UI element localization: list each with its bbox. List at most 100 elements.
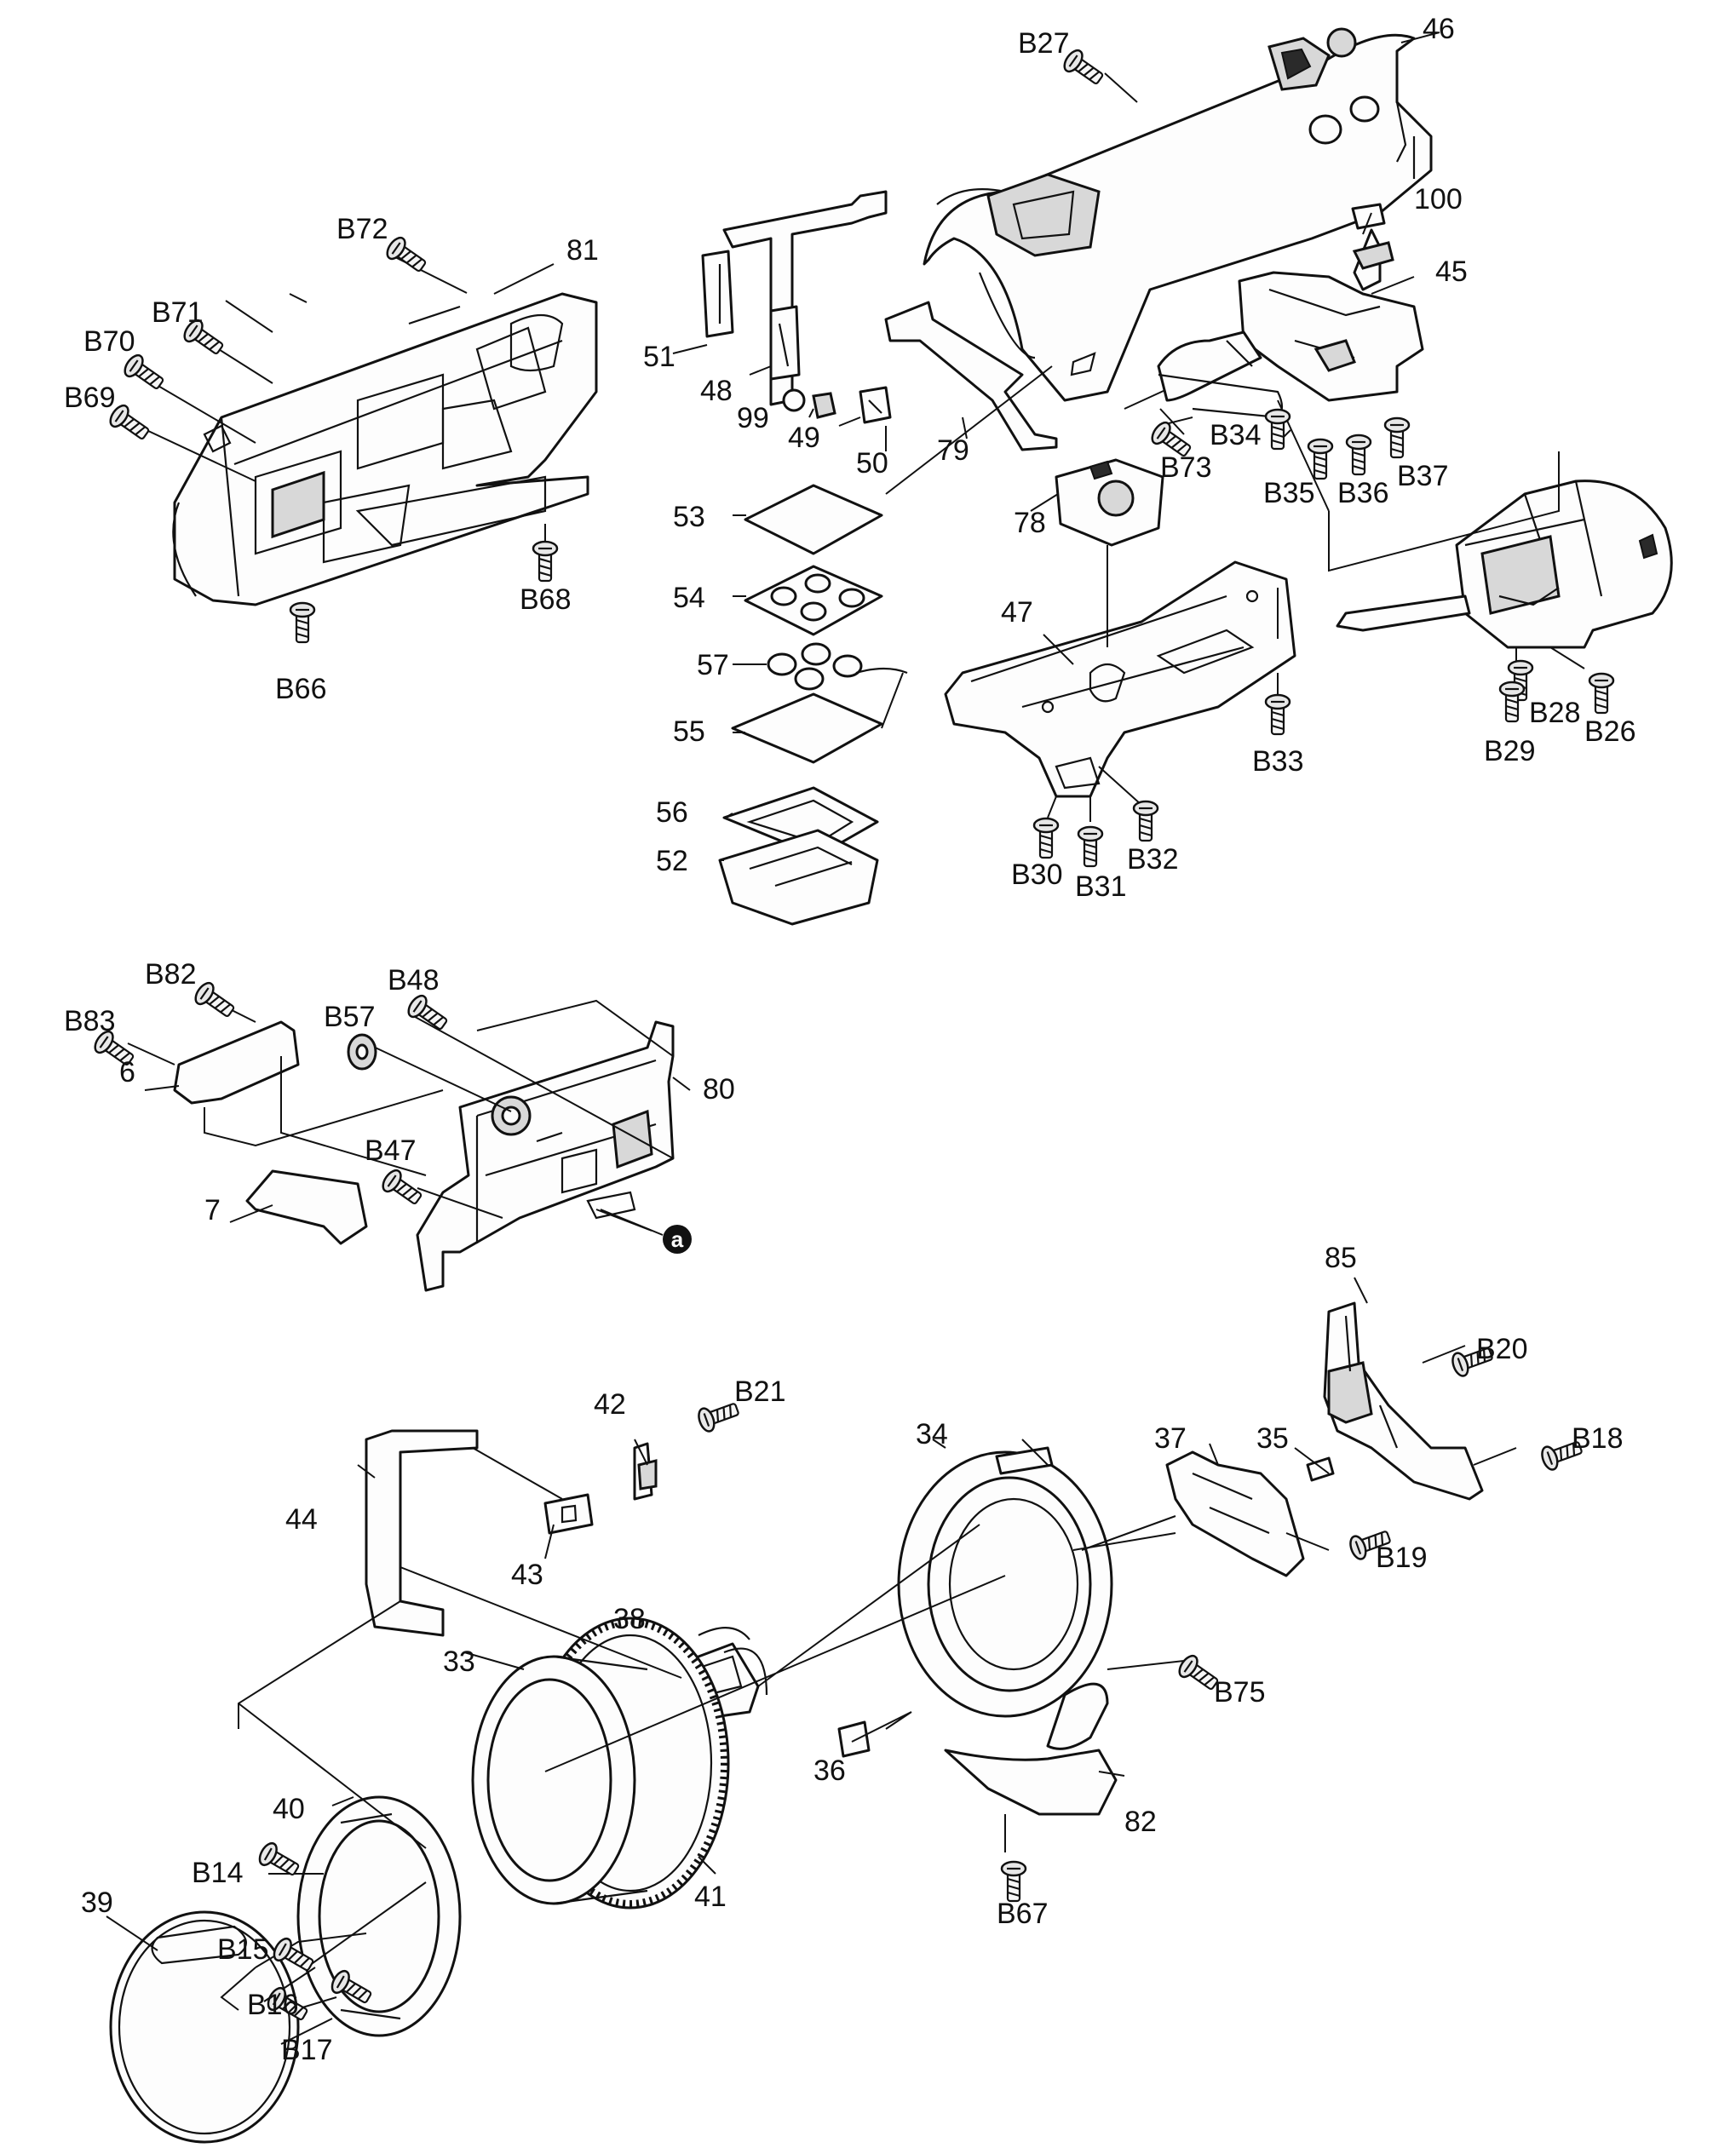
label-79: 79 bbox=[937, 434, 969, 467]
label-34: 34 bbox=[916, 1418, 948, 1450]
label-B19: B19 bbox=[1376, 1542, 1428, 1574]
buttons-57 bbox=[767, 642, 908, 691]
label-49: 49 bbox=[788, 422, 820, 454]
label-78: 78 bbox=[1014, 507, 1046, 539]
label-36: 36 bbox=[813, 1755, 846, 1787]
label-B30: B30 bbox=[1011, 859, 1063, 891]
label-B82: B82 bbox=[145, 958, 197, 991]
part-42-43 bbox=[543, 1442, 658, 1535]
label-57: 57 bbox=[697, 649, 729, 681]
flex-cable-79 bbox=[884, 301, 1058, 451]
label-55: 55 bbox=[673, 715, 705, 748]
label-42: 42 bbox=[594, 1388, 626, 1421]
label-B73: B73 bbox=[1160, 451, 1212, 484]
part-labels: 46 B27 100 45 B72 81 B71 B70 B69 B68 B66… bbox=[64, 13, 1636, 2066]
screws bbox=[90, 46, 1615, 2027]
label-B34: B34 bbox=[1210, 419, 1262, 451]
label-B37: B37 bbox=[1397, 460, 1449, 492]
label-B35: B35 bbox=[1263, 477, 1315, 509]
plate-part-6 bbox=[173, 1020, 300, 1105]
label-44: 44 bbox=[285, 1503, 318, 1536]
label-35: 35 bbox=[1256, 1422, 1289, 1455]
label-B21: B21 bbox=[734, 1376, 786, 1408]
label-B48: B48 bbox=[388, 964, 440, 996]
part-100 bbox=[1351, 203, 1386, 230]
label-B67: B67 bbox=[997, 1898, 1049, 1930]
label-B47: B47 bbox=[365, 1134, 417, 1167]
label-45: 45 bbox=[1435, 256, 1468, 288]
label-B72: B72 bbox=[336, 213, 388, 245]
label-37: 37 bbox=[1154, 1422, 1187, 1455]
label-B16: B16 bbox=[247, 1989, 299, 2021]
bracket-part-47 bbox=[944, 560, 1296, 798]
bracket-part-85 bbox=[1323, 1301, 1484, 1501]
lens-cap-part-39 bbox=[109, 1910, 300, 2144]
label-B20: B20 bbox=[1476, 1333, 1528, 1365]
label-B68: B68 bbox=[520, 583, 572, 616]
sheet-53 bbox=[744, 484, 883, 555]
label-B17: B17 bbox=[281, 2034, 333, 2066]
part-45 bbox=[1157, 228, 1424, 419]
label-100: 100 bbox=[1414, 183, 1463, 215]
label-B36: B36 bbox=[1337, 477, 1389, 509]
label-B28: B28 bbox=[1529, 697, 1581, 729]
label-B27: B27 bbox=[1018, 27, 1070, 60]
label-B31: B31 bbox=[1075, 870, 1127, 903]
label-53: 53 bbox=[673, 501, 705, 533]
part-37 bbox=[1165, 1450, 1305, 1577]
label-B66: B66 bbox=[275, 673, 327, 705]
part-36 bbox=[837, 1720, 871, 1758]
label-B69: B69 bbox=[64, 382, 116, 414]
label-52: 52 bbox=[656, 845, 688, 877]
zoom-ring-part-33 bbox=[471, 1655, 648, 1905]
label-46: 46 bbox=[1423, 13, 1455, 45]
label-B18: B18 bbox=[1572, 1422, 1624, 1455]
holder-52 bbox=[718, 829, 879, 926]
cover-part-82 bbox=[944, 1749, 1118, 1816]
label-50: 50 bbox=[856, 447, 888, 480]
label-81: 81 bbox=[566, 234, 599, 267]
label-39: 39 bbox=[81, 1887, 113, 1919]
label-6: 6 bbox=[119, 1056, 135, 1088]
label-33: 33 bbox=[443, 1645, 475, 1678]
label-51: 51 bbox=[643, 341, 675, 373]
label-B26: B26 bbox=[1584, 715, 1636, 748]
top-case-part-46 bbox=[923, 27, 1433, 402]
main-frame-part-80 bbox=[416, 1020, 675, 1292]
label-38: 38 bbox=[613, 1603, 646, 1635]
rubber-keypad-54 bbox=[744, 565, 883, 636]
label-43: 43 bbox=[511, 1559, 543, 1591]
label-B14: B14 bbox=[192, 1857, 244, 1889]
label-56: 56 bbox=[656, 796, 688, 829]
part-78 bbox=[1055, 458, 1164, 547]
board-55 bbox=[731, 692, 883, 764]
label-99: 99 bbox=[737, 402, 769, 434]
label-B29: B29 bbox=[1484, 735, 1536, 767]
label-B57: B57 bbox=[324, 1001, 376, 1033]
button-stack-group bbox=[718, 484, 908, 926]
label-7: 7 bbox=[204, 1194, 221, 1226]
side-frame-part-81 bbox=[172, 292, 598, 606]
mount-ring-part-34 bbox=[897, 1446, 1113, 1750]
label-85: 85 bbox=[1325, 1242, 1357, 1274]
label-B71: B71 bbox=[152, 296, 204, 329]
label-80: 80 bbox=[703, 1073, 735, 1106]
label-B33: B33 bbox=[1252, 745, 1304, 778]
part-35 bbox=[1306, 1456, 1335, 1482]
label-54: 54 bbox=[673, 582, 705, 614]
leader-lines bbox=[106, 32, 1585, 2045]
switch-flex-group bbox=[701, 190, 892, 424]
plate-part-7 bbox=[245, 1169, 368, 1245]
label-B32: B32 bbox=[1127, 843, 1179, 876]
label-41: 41 bbox=[694, 1881, 727, 1913]
label-B75: B75 bbox=[1214, 1676, 1266, 1709]
flex-part-44 bbox=[365, 1429, 479, 1637]
label-B15: B15 bbox=[217, 1933, 269, 1966]
evf-unit bbox=[1336, 480, 1673, 649]
reference-marker-a: a bbox=[663, 1225, 692, 1254]
label-82: 82 bbox=[1124, 1806, 1157, 1838]
label-48: 48 bbox=[700, 375, 733, 407]
label-47: 47 bbox=[1001, 596, 1033, 629]
svg-text:a: a bbox=[671, 1226, 684, 1252]
